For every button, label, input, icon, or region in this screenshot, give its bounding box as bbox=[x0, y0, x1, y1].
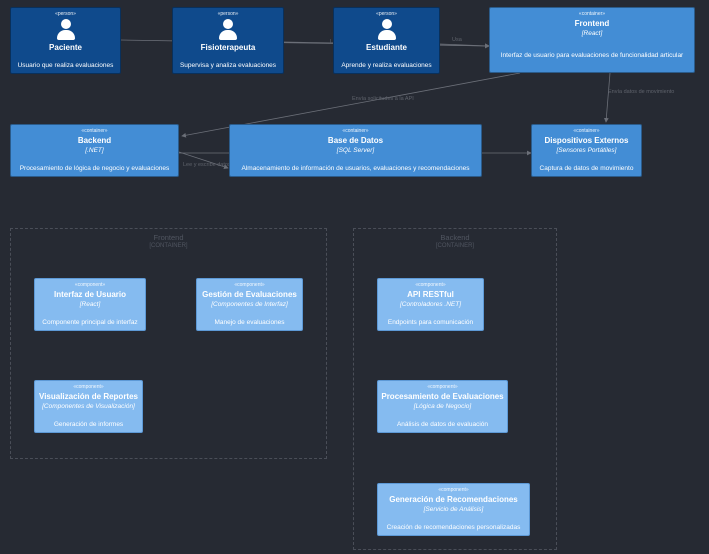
boundary-title: Backend bbox=[440, 233, 470, 242]
stereotype-label: «component» bbox=[73, 384, 104, 390]
boundary-title: Frontend bbox=[153, 233, 184, 242]
node-technology: [Sensores Portátiles] bbox=[556, 147, 617, 154]
node-description: Interfaz de usuario para evaluaciones de… bbox=[500, 52, 684, 59]
person-estudiante[interactable]: «person» Estudiante Aprende y realiza ev… bbox=[333, 7, 440, 74]
node-title: Dispositivos Externos bbox=[544, 136, 629, 145]
stereotype-label: «person» bbox=[55, 11, 76, 17]
node-description: Endpoints para comunicación bbox=[387, 319, 474, 326]
node-technology: [Lógica de Negocio] bbox=[413, 403, 472, 410]
relation-label: Usa bbox=[452, 37, 463, 43]
node-description: Usuario que realiza evaluaciones bbox=[17, 62, 114, 69]
node-description: Manejo de evaluaciones bbox=[214, 319, 285, 326]
node-title: Interfaz de Usuario bbox=[53, 290, 126, 299]
node-description: Creación de recomendaciones personalizad… bbox=[386, 524, 521, 531]
node-description: Generación de informes bbox=[53, 421, 124, 428]
stereotype-label: «container» bbox=[578, 11, 606, 17]
relation-line-estudiante-frontend bbox=[439, 43, 490, 49]
node-technology: [React] bbox=[581, 30, 603, 37]
node-description: Aprende y realiza evaluaciones bbox=[341, 62, 432, 69]
node-technology: [Componentes de Interfaz] bbox=[211, 301, 288, 308]
node-technology: [React] bbox=[79, 301, 101, 308]
component-procesamiento-de-evaluaciones[interactable]: «component» Procesamiento de Evaluacione… bbox=[377, 380, 508, 433]
stereotype-label: «container» bbox=[342, 128, 369, 134]
node-title: Fisioterapeuta bbox=[200, 43, 256, 52]
relation-label: Envía datos de movimiento bbox=[608, 89, 674, 95]
node-description: Almacenamiento de información de usuario… bbox=[241, 165, 470, 172]
component-visualizacion-de-reportes[interactable]: «component» Visualización de Reportes [C… bbox=[34, 380, 143, 433]
stereotype-label: «container» bbox=[573, 128, 600, 134]
component-gestion-de-evaluaciones[interactable]: «component» Gestión de Evaluaciones [Com… bbox=[196, 278, 303, 331]
person-fisioterapeuta[interactable]: «person» Fisioterapeuta Supervisa y anal… bbox=[172, 7, 284, 74]
person-paciente[interactable]: «person» Paciente Usuario que realiza ev… bbox=[10, 7, 121, 74]
node-description: Análisis de datos de evaluación bbox=[396, 421, 489, 428]
stereotype-label: «component» bbox=[74, 282, 106, 288]
boundary-subtitle: [CONTAINER] bbox=[435, 243, 475, 249]
stereotype-label: «person» bbox=[217, 11, 239, 17]
component-generacion-de-recomendaciones[interactable]: «component» Generación de Recomendacione… bbox=[377, 483, 530, 536]
component-interfaz-de-usuario[interactable]: «component» Interfaz de Usuario [React] … bbox=[34, 278, 146, 331]
container-frontend[interactable]: «container» Frontend [React] Interfaz de… bbox=[489, 7, 695, 73]
boundary-frontend: Frontend [CONTAINER] bbox=[10, 228, 327, 459]
container-backend[interactable]: «container» Backend [.NET] Procesamiento… bbox=[10, 124, 179, 177]
node-title: Visualización de Reportes bbox=[39, 392, 138, 401]
node-title: Base de Datos bbox=[327, 136, 384, 145]
container-base-de-datos[interactable]: «container» Base de Datos [SQL Server] A… bbox=[229, 124, 482, 177]
node-description: Supervisa y analiza evaluaciones bbox=[179, 62, 277, 69]
relation-line-frontend-dispositivos bbox=[603, 72, 611, 123]
boundary-backend: Backend [CONTAINER] bbox=[353, 228, 557, 550]
boundary-subtitle: [CONTAINER] bbox=[149, 243, 188, 249]
node-title: Estudiante bbox=[366, 43, 407, 52]
stereotype-label: «person» bbox=[376, 11, 397, 17]
node-title: Gestión de Evaluaciones bbox=[202, 290, 297, 299]
node-title: Generación de Recomendaciones bbox=[389, 495, 518, 504]
component-api-restful[interactable]: «component» API RESTful [Controladores .… bbox=[377, 278, 484, 331]
node-technology: [Servicio de Análisis] bbox=[423, 506, 484, 513]
person-icon bbox=[377, 19, 396, 41]
node-title: Procesamiento de Evaluaciones bbox=[381, 392, 504, 401]
stereotype-label: «container» bbox=[81, 128, 108, 134]
node-title: API RESTful bbox=[407, 290, 454, 299]
person-icon bbox=[219, 19, 237, 41]
node-title: Frontend bbox=[574, 19, 610, 28]
container-dispositivos-externos[interactable]: «container» Dispositivos Externos [Senso… bbox=[531, 124, 642, 177]
node-title: Paciente bbox=[49, 43, 82, 52]
node-technology: [Componentes de Visualización] bbox=[42, 403, 135, 410]
stereotype-label: «component» bbox=[234, 282, 265, 288]
relation-label: Envía solicitudes a la API bbox=[352, 96, 414, 102]
node-title: Backend bbox=[77, 136, 112, 145]
stereotype-label: «component» bbox=[415, 282, 446, 288]
person-icon bbox=[56, 19, 75, 41]
node-technology: [Controladores .NET] bbox=[399, 301, 462, 308]
relation-line-backend-basedatos bbox=[178, 151, 229, 170]
node-technology: [SQL Server] bbox=[336, 147, 375, 154]
node-technology: [.NET] bbox=[85, 147, 104, 154]
relation-label: Lee y escribe datos bbox=[183, 162, 231, 168]
node-description: Componente principal de interfaz bbox=[42, 319, 138, 326]
stereotype-label: «component» bbox=[427, 384, 458, 390]
node-description: Captura de datos de movimiento bbox=[539, 165, 634, 172]
stereotype-label: «component» bbox=[438, 487, 469, 493]
node-description: Procesamiento de lógica de negocio y eva… bbox=[19, 165, 170, 172]
